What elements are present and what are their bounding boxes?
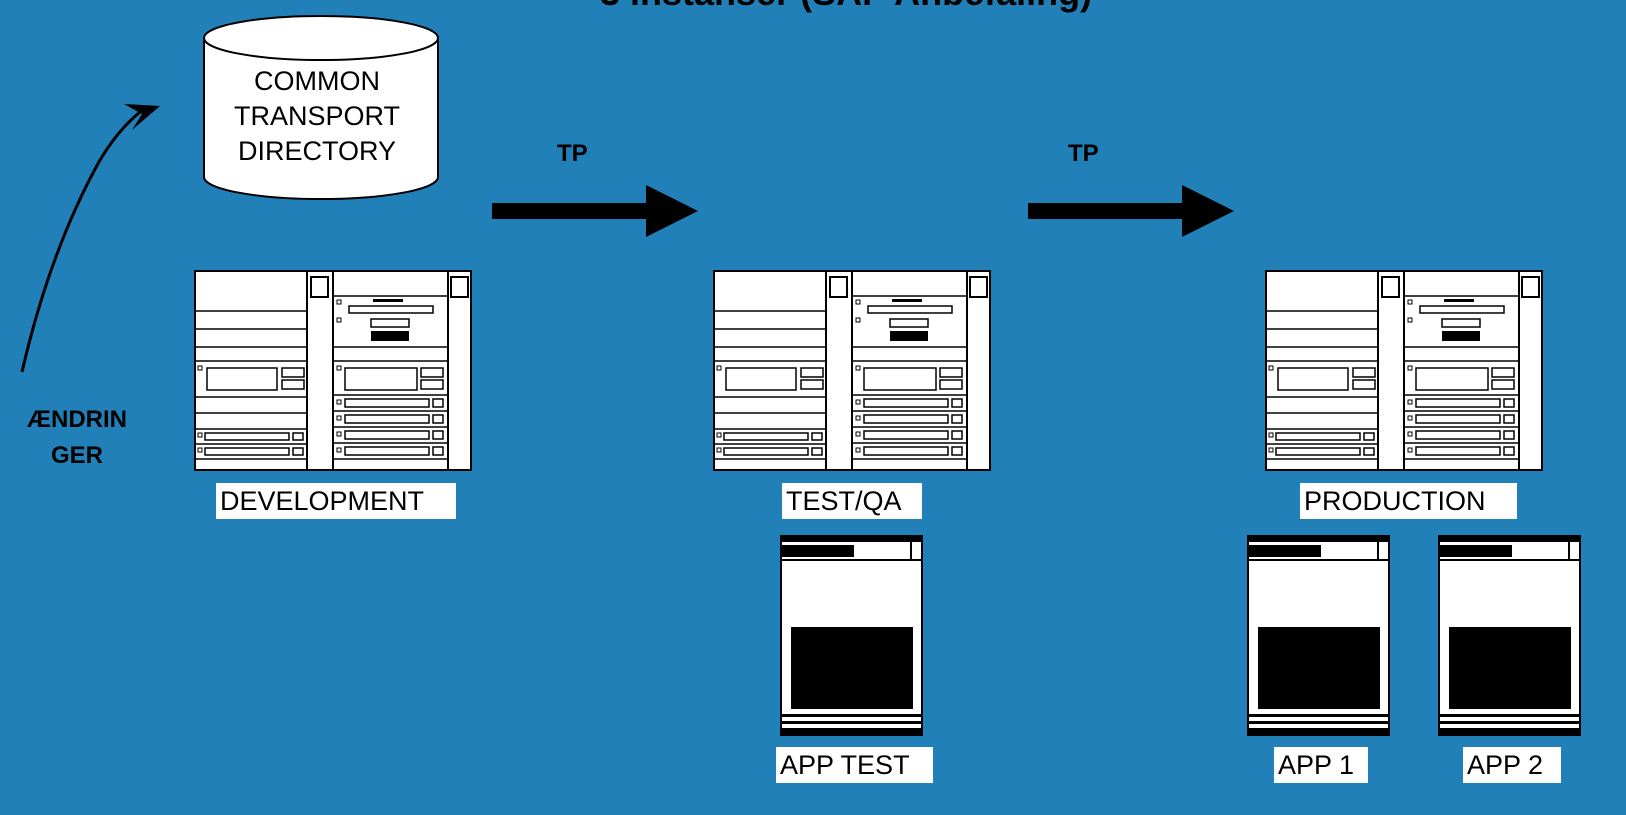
transport-directory-line: DIRECTORY xyxy=(237,136,397,166)
app-server-label-1: APP 1 xyxy=(1274,747,1368,783)
database-cylinder-icon xyxy=(203,15,439,200)
tower-server-icon xyxy=(713,270,991,471)
transport-directory-line: COMMON xyxy=(254,66,380,96)
transport-directory-line: TRANSPORT xyxy=(233,101,401,131)
server-label-test-qa: TEST/QA xyxy=(782,483,922,519)
arrow-right-icon xyxy=(492,185,698,237)
app-server-icon xyxy=(1438,535,1581,736)
app-server-label-2: APP 2 xyxy=(1463,747,1561,783)
changes-arrow-icon xyxy=(20,104,160,373)
changes-label: ÆNDRIN GER xyxy=(14,402,140,474)
transport-directory-label: COMMON TRANSPORT DIRECTORY xyxy=(210,64,424,169)
app-server-icon xyxy=(780,535,923,736)
arrow-right-icon xyxy=(1028,185,1234,237)
tower-server-icon xyxy=(194,270,472,471)
app-server-label-test: APP TEST xyxy=(776,747,933,783)
app-server-icon xyxy=(1247,535,1390,736)
server-label-production: PRODUCTION xyxy=(1300,483,1517,519)
tp-label: TP xyxy=(557,140,588,167)
diagram-title: 3 instanser (SAP Anbefaling) xyxy=(600,0,1240,14)
changes-label-line: GER xyxy=(50,442,103,469)
tower-server-icon xyxy=(1265,270,1543,471)
changes-label-line: ÆNDRIN xyxy=(27,406,127,433)
server-label-development: DEVELOPMENT xyxy=(216,483,456,519)
tp-label: TP xyxy=(1068,140,1099,167)
